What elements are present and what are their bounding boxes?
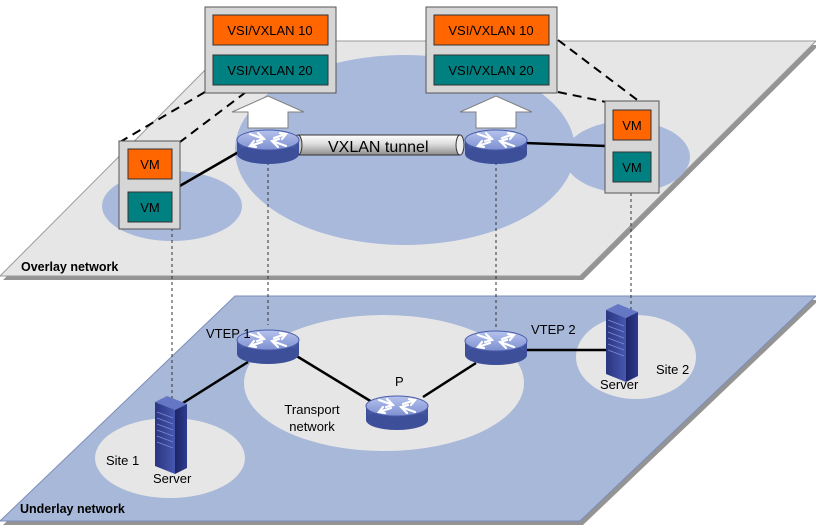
vsi-vxlan10-left (212, 14, 329, 46)
vsi-vxlan20-left-label: VSI/VXLAN 20 (227, 63, 312, 78)
vm-group-right: VM VM (604, 100, 660, 194)
vm-right-top-label: VM (622, 118, 642, 133)
overlay-vtep-2-router-icon (463, 128, 529, 166)
site-2-server-label: Server (600, 377, 639, 392)
upward-arrows (231, 95, 533, 129)
p-router-icon (364, 394, 430, 432)
vm-left-top-label: VM (140, 157, 160, 172)
vsi-vxlan20-right-label: VSI/VXLAN 20 (448, 63, 533, 78)
vm-left-vxlan10 (127, 148, 173, 180)
site-1-label: Site 1 (106, 453, 139, 468)
vsi-box-left: VSI/VXLAN 10 VSI/VXLAN 20 (204, 6, 337, 94)
vxlan-tunnel-label: VXLAN tunnel (328, 139, 429, 156)
vsi-vxlan20-right (433, 54, 550, 86)
site-1-server-label: Server (153, 471, 192, 486)
vtep-2-label: VTEP 2 (531, 322, 576, 337)
vm-left-vxlan20 (127, 191, 173, 223)
vxlan-tunnel: VXLAN tunnel (293, 134, 465, 156)
overlay-network-label: Overlay network (21, 260, 118, 274)
transport-network-area (244, 315, 524, 451)
p-router-label: P (395, 374, 404, 389)
arrow-up-right-icon (459, 95, 533, 129)
vtep-2-router-icon (463, 329, 529, 367)
transport-network-label-line2: network (289, 419, 335, 434)
vsi-vxlan10-right-label: VSI/VXLAN 10 (448, 23, 533, 38)
overlay-links (177, 141, 607, 189)
vm-right-bottom-label: VM (622, 160, 642, 175)
underlay-links (182, 348, 608, 405)
vsi-vxlan20-left (212, 54, 329, 86)
vsi-box-right: VSI/VXLAN 10 VSI/VXLAN 20 (425, 6, 558, 94)
overlay-vtep-1-router-icon (235, 128, 301, 166)
vm-right-vxlan20 (612, 151, 652, 183)
vsi-vxlan10-right (433, 14, 550, 46)
arrow-up-left-icon (231, 95, 305, 129)
vm-right-vxlan10 (612, 109, 652, 141)
transport-network-label-line1: Transport (284, 402, 340, 417)
site-2-server-icon (605, 303, 639, 383)
vtep-1-label: VTEP 1 (206, 326, 251, 341)
site-1-server-icon (154, 395, 188, 475)
vm-left-bottom-label: VM (140, 200, 160, 215)
vm-group-left: VM VM (118, 140, 181, 230)
site-2-label: Site 2 (656, 362, 689, 377)
vsi-vxlan10-left-label: VSI/VXLAN 10 (227, 23, 312, 38)
underlay-network-label: Underlay network (20, 502, 125, 516)
dashed-mapping-lines (119, 39, 641, 410)
